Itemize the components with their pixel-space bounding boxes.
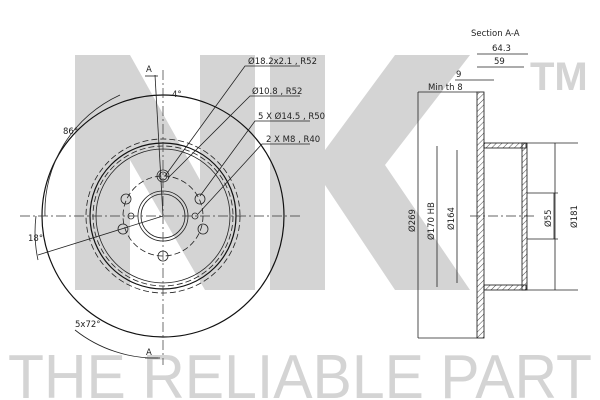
callout-bolt-holes: 5 X Ø14.5 , R50 [258,111,325,122]
angle-top-offset: 4° [172,90,182,100]
angle-arc-18 [34,215,39,261]
callout-small-hole: Ø10.8 , R52 [252,86,302,97]
section-view: Section A-A 64.3 59 9 Min th 8 Ø269 Ø170… [407,29,580,339]
callout-threads: 2 X M8 , R40 [266,135,320,145]
tagline-watermark: THE RELIABLE PART [8,343,592,400]
dim-min-thickness: Min th 8 [428,83,463,93]
dim-hat-height: 59 [494,57,505,67]
dim-hat-diameter: Ø181 [569,205,580,228]
angle-arc-86 [44,94,121,217]
dim-overall-height: 64.3 [492,44,511,54]
section-title: Section A-A [471,29,520,39]
front-view: A A Ø18.2x2.1 , R52 Ø10.8 , R52 5 X Ø14.… [20,56,325,365]
dim-inner: Ø164 [446,207,457,230]
callout-large-hole: Ø18.2x2.1 , R52 [248,56,317,67]
trademark-mark: TM [530,55,588,99]
section-mark-top: A [146,65,152,75]
angle-pitch: 5x72° [75,320,101,330]
dim-hb: Ø170 HB [426,202,437,240]
dim-thickness: 9 [456,70,461,80]
nk-logo-watermark: TM THE RELIABLE PART [8,55,592,400]
dim-outer-diameter: Ø269 [407,209,418,232]
dim-center-bore: Ø55 [543,209,554,227]
section-mark-bottom: A [146,348,152,358]
angle-86: 86° [63,127,78,137]
angle-18: 18° [28,234,43,244]
